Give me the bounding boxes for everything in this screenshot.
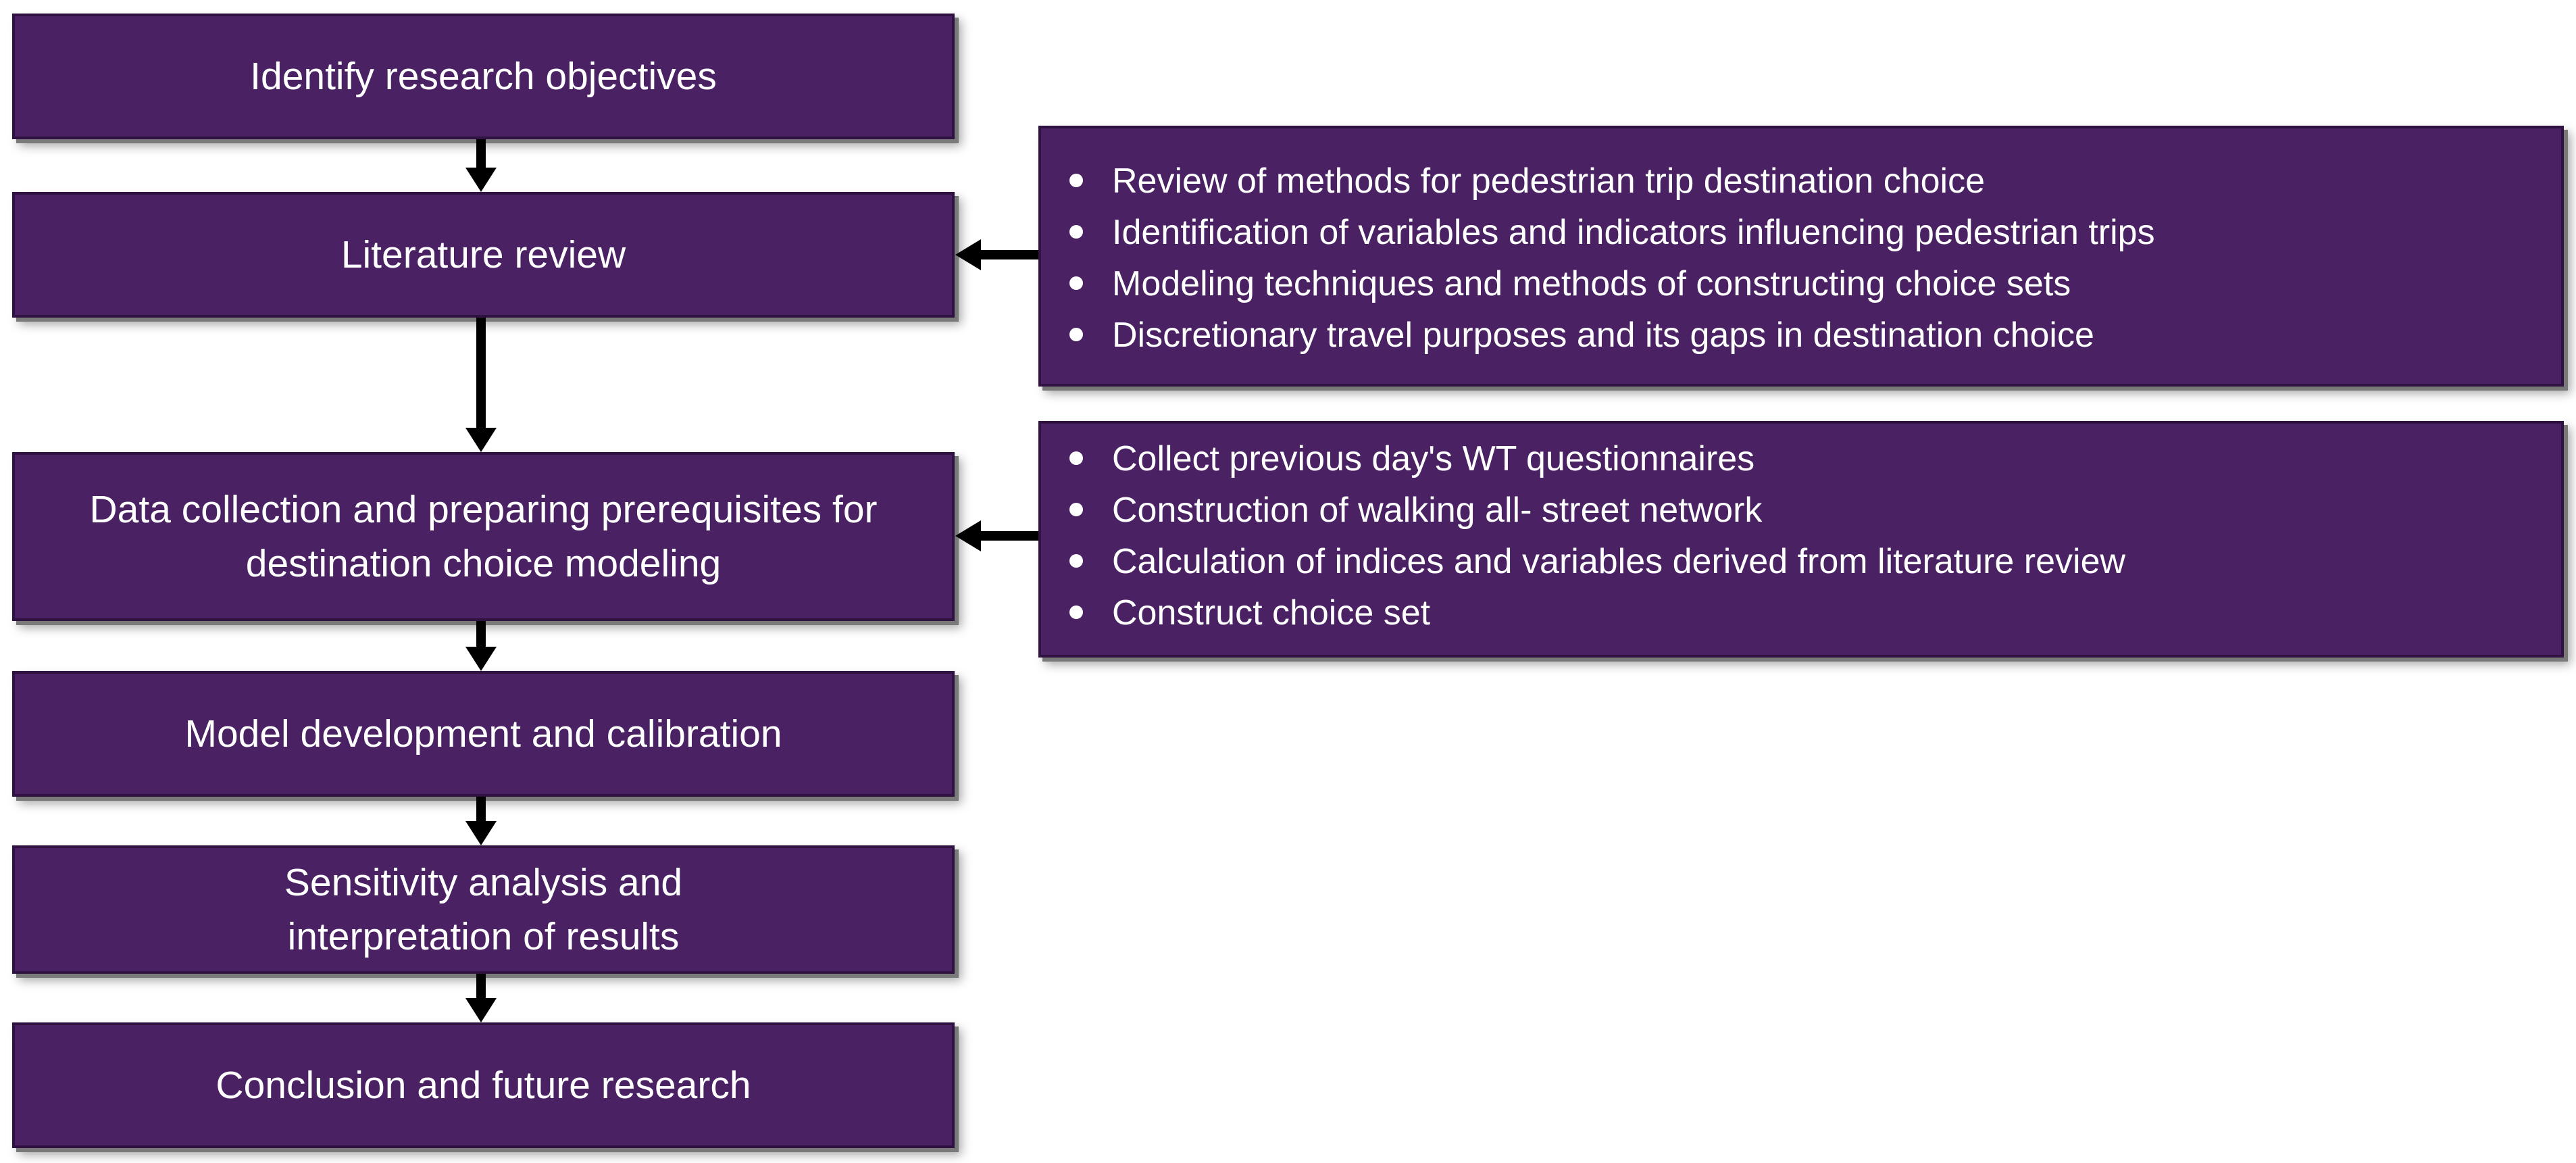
arrow-head-icon bbox=[465, 428, 497, 452]
bullet-icon bbox=[1069, 225, 1083, 239]
literature-review-details-box: Review of methods for pedestrian trip de… bbox=[1038, 126, 2564, 387]
bullet-icon bbox=[1069, 503, 1083, 516]
bullet-icon bbox=[1069, 328, 1083, 341]
step-label: Data collection and preparing prerequisi… bbox=[89, 488, 878, 585]
arrow-literature-details-to-review bbox=[955, 239, 1038, 270]
step-label: Identify research objectives bbox=[250, 55, 717, 98]
detail-item: Calculation of indices and variables der… bbox=[1055, 536, 2534, 587]
bullet-icon bbox=[1069, 605, 1083, 619]
detail-item: Modeling techniques and methods of const… bbox=[1055, 258, 2534, 310]
step-label: Conclusion and future research bbox=[216, 1064, 751, 1107]
step-label: Literature review bbox=[340, 233, 626, 276]
arrow-model-to-sensitivity bbox=[465, 797, 497, 845]
step-label: Sensitivity analysis and interpretation … bbox=[284, 861, 683, 958]
step-sensitivity-analysis: Sensitivity analysis and interpretation … bbox=[12, 845, 955, 974]
detail-item: Construction of walking all- street netw… bbox=[1055, 485, 2534, 536]
step-model-development: Model development and calibration bbox=[12, 671, 955, 797]
bullet-icon bbox=[1069, 276, 1083, 290]
data-collection-details-box: Collect previous day's WT questionnaires… bbox=[1038, 421, 2564, 658]
step-literature-review: Literature review bbox=[12, 192, 955, 318]
arrow-head-icon bbox=[465, 647, 497, 671]
arrow-head-icon bbox=[955, 239, 981, 270]
data-collection-details-list: Collect previous day's WT questionnaires… bbox=[1055, 433, 2534, 639]
bullet-icon bbox=[1069, 174, 1083, 187]
arrow-head-icon bbox=[465, 821, 497, 845]
detail-text: Review of methods for pedestrian trip de… bbox=[1112, 162, 1986, 201]
arrow-head-icon bbox=[465, 998, 497, 1022]
step-conclusion: Conclusion and future research bbox=[12, 1022, 955, 1148]
step-data-collection: Data collection and preparing prerequisi… bbox=[12, 452, 955, 621]
arrow-sensitivity-to-conclusion bbox=[465, 974, 497, 1022]
arrow-head-icon bbox=[465, 168, 497, 192]
literature-review-details-list: Review of methods for pedestrian trip de… bbox=[1055, 155, 2534, 361]
detail-item: Review of methods for pedestrian trip de… bbox=[1055, 155, 2534, 207]
arrow-objectives-to-review bbox=[465, 139, 497, 192]
detail-item: Discretionary travel purposes and its ga… bbox=[1055, 310, 2534, 361]
detail-text: Discretionary travel purposes and its ga… bbox=[1112, 316, 2094, 355]
detail-item: Identification of variables and indicato… bbox=[1055, 207, 2534, 258]
bullet-icon bbox=[1069, 554, 1083, 568]
arrow-data-collection-to-model bbox=[465, 621, 497, 671]
detail-item: Collect previous day's WT questionnaires bbox=[1055, 433, 2534, 485]
detail-text: Construction of walking all- street netw… bbox=[1112, 491, 1763, 530]
arrow-head-icon bbox=[955, 520, 981, 551]
arrow-data-details-to-collection bbox=[955, 520, 1038, 551]
detail-text: Calculation of indices and variables der… bbox=[1112, 542, 2126, 581]
step-identify-objectives: Identify research objectives bbox=[12, 14, 955, 139]
bullet-icon bbox=[1069, 451, 1083, 465]
detail-text: Identification of variables and indicato… bbox=[1112, 213, 2155, 252]
arrow-review-to-data-collection bbox=[465, 318, 497, 452]
step-label: Model development and calibration bbox=[184, 712, 782, 756]
detail-text: Collect previous day's WT questionnaires bbox=[1112, 439, 1755, 478]
detail-item: Construct choice set bbox=[1055, 587, 2534, 639]
detail-text: Construct choice set bbox=[1112, 593, 1431, 633]
detail-text: Modeling techniques and methods of const… bbox=[1112, 264, 2071, 303]
